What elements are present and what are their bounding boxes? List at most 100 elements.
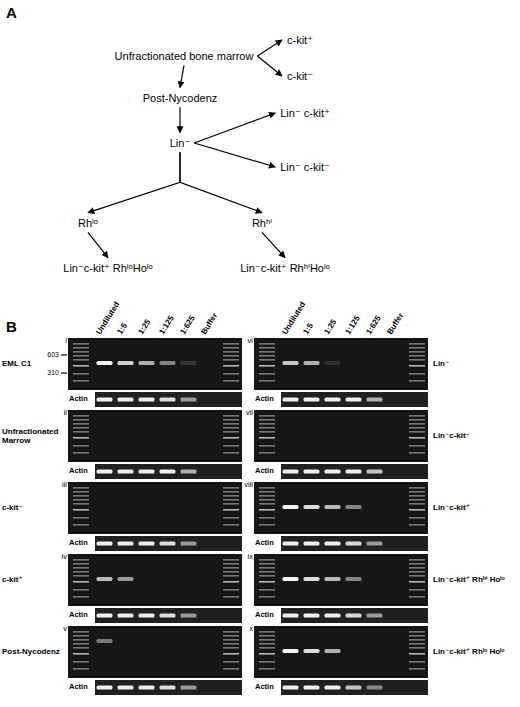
actin-band bbox=[283, 398, 299, 402]
actin-band bbox=[160, 398, 176, 402]
ladder-band bbox=[259, 373, 275, 375]
pcr-band bbox=[325, 505, 341, 509]
flow-node: Lin⁻ c-kit⁻ bbox=[278, 160, 332, 175]
ladder-band bbox=[259, 575, 275, 577]
ladder-band bbox=[223, 415, 239, 417]
flow-node: Lin⁻c-kit⁺ RhˡᵒHoˡᵒ bbox=[61, 261, 154, 276]
flow-arrow bbox=[180, 65, 184, 87]
ladder-band bbox=[223, 647, 239, 649]
ladder-band bbox=[73, 343, 89, 345]
figure-label: Actin bbox=[255, 539, 274, 548]
pcr-band bbox=[118, 577, 134, 581]
flow-arrow bbox=[194, 113, 275, 143]
actin-band bbox=[139, 470, 155, 474]
ladder-band bbox=[409, 563, 425, 565]
pcr-band bbox=[346, 505, 362, 509]
ladder-band bbox=[409, 419, 425, 421]
ladder-band bbox=[259, 635, 275, 637]
pcr-band bbox=[139, 361, 155, 365]
figure-label: EML C1 bbox=[2, 359, 36, 368]
figure-label: Actin bbox=[69, 395, 88, 404]
actin-strip bbox=[281, 392, 428, 407]
ladder-band bbox=[259, 495, 275, 497]
pcr-band bbox=[283, 649, 299, 653]
ladder-band bbox=[223, 452, 239, 454]
figure-label: Actin bbox=[255, 611, 274, 620]
ladder-band bbox=[259, 431, 275, 433]
figure-label: Actin bbox=[255, 683, 274, 692]
ladder-band bbox=[223, 653, 239, 655]
ladder-band bbox=[409, 589, 425, 591]
ladder-band bbox=[223, 559, 239, 561]
actin-band bbox=[304, 542, 320, 546]
flow-arrow bbox=[257, 40, 282, 56]
ladder-band bbox=[259, 427, 275, 429]
ladder-band bbox=[223, 661, 239, 663]
ladder-band bbox=[73, 631, 89, 633]
node-text: Rhʰⁱ bbox=[252, 217, 272, 230]
ladder-band bbox=[259, 653, 275, 655]
size-tick bbox=[61, 354, 67, 355]
ladder-band bbox=[223, 431, 239, 433]
ladder-band bbox=[223, 567, 239, 569]
ladder-band bbox=[73, 571, 89, 573]
ladder-band bbox=[73, 380, 89, 382]
figure-label: Buffer bbox=[199, 311, 219, 336]
actin-strip bbox=[281, 680, 428, 695]
actin-band bbox=[97, 398, 113, 402]
ladder-band bbox=[73, 668, 89, 670]
ladder-band bbox=[73, 487, 89, 489]
actin-band bbox=[118, 470, 134, 474]
figure-label: c-kit⁻ bbox=[2, 503, 62, 512]
actin-band bbox=[160, 470, 176, 474]
ladder-band bbox=[409, 445, 425, 447]
figure-label: 1:625 bbox=[364, 314, 383, 336]
gel-image bbox=[254, 482, 428, 534]
figure-label: v bbox=[63, 625, 67, 634]
actin-band bbox=[283, 686, 299, 690]
ladder-band bbox=[409, 559, 425, 561]
ladder-band bbox=[409, 571, 425, 573]
node-text: Lin⁻c-kit⁺ RhˡᵒHoˡᵒ bbox=[63, 262, 152, 275]
figure-label: 1:125 bbox=[157, 314, 176, 336]
ladder-band bbox=[409, 380, 425, 382]
pcr-band bbox=[325, 361, 341, 365]
figure-label: 1:25 bbox=[136, 318, 152, 336]
node-text: Lin⁻ bbox=[170, 137, 191, 150]
actin-band bbox=[325, 470, 341, 474]
ladder-band bbox=[223, 575, 239, 577]
actin-band bbox=[367, 398, 383, 402]
figure-label: Post-Nycodenz bbox=[2, 647, 62, 656]
actin-band bbox=[367, 542, 383, 546]
ladder-band bbox=[409, 487, 425, 489]
gel-image bbox=[68, 626, 242, 678]
ladder-band bbox=[73, 427, 89, 429]
actin-band bbox=[283, 542, 299, 546]
ladder-band bbox=[223, 509, 239, 511]
ladder-band bbox=[223, 517, 239, 519]
flow-node: Lin⁻c-kit⁺ RhʰⁱHoˡᵒ bbox=[238, 261, 332, 276]
pcr-band bbox=[97, 577, 113, 581]
ladder-band bbox=[409, 437, 425, 439]
actin-strip bbox=[95, 464, 242, 479]
ladder-band bbox=[409, 581, 425, 583]
pcr-band bbox=[325, 649, 341, 653]
ladder-band bbox=[409, 596, 425, 598]
ladder-band bbox=[259, 452, 275, 454]
ladder-band bbox=[409, 431, 425, 433]
figure-label: Actin bbox=[69, 683, 88, 692]
ladder-band bbox=[259, 571, 275, 573]
pcr-band bbox=[97, 361, 113, 365]
actin-band bbox=[325, 614, 341, 618]
ladder-band bbox=[223, 503, 239, 505]
ladder-band bbox=[223, 571, 239, 573]
ladder-band bbox=[259, 487, 275, 489]
flow-arrow bbox=[180, 152, 262, 212]
ladder-band bbox=[259, 647, 275, 649]
ladder-band bbox=[73, 563, 89, 565]
ladder-band bbox=[259, 563, 275, 565]
gel-image bbox=[254, 338, 428, 390]
ladder-band bbox=[259, 567, 275, 569]
ladder-band bbox=[223, 499, 239, 501]
ladder-band bbox=[73, 499, 89, 501]
